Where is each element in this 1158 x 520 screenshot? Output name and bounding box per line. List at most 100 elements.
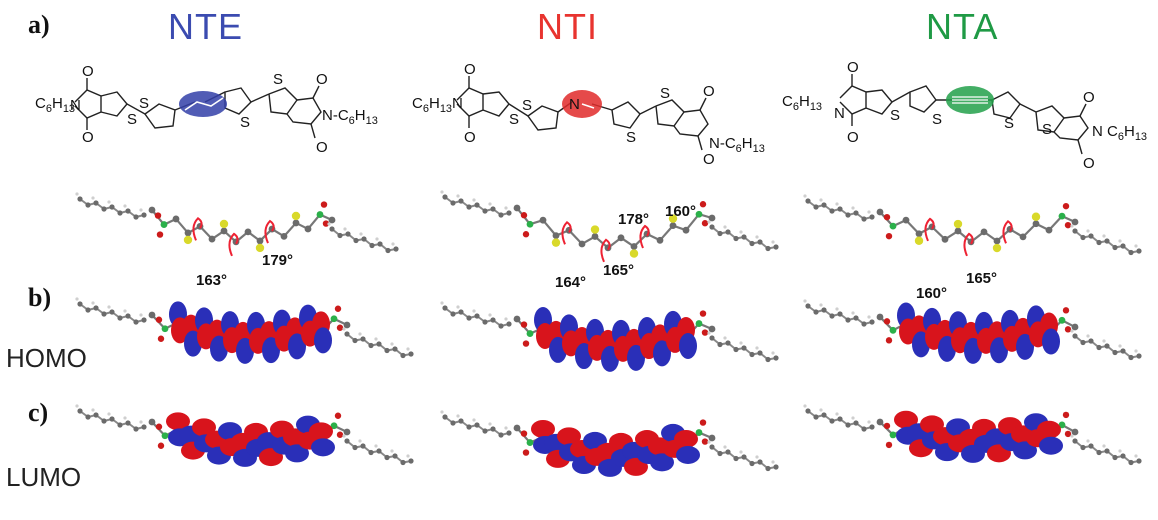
nti-lumo-right-chain-atom (757, 459, 763, 465)
panel-label-c: c) (28, 398, 49, 427)
nta-geometry-core-atom (1045, 226, 1053, 234)
nta-homo-core-atom (1058, 316, 1066, 324)
nti-lumo-right-chain-atom (749, 460, 755, 467)
nti-homo-right-chain-atom (725, 340, 731, 346)
nte-lumo-left-chain-atom (141, 424, 147, 430)
nti-geometry-right-chain-hydrogen (723, 225, 727, 229)
nti-geometry-angle-arc (639, 224, 650, 249)
nte-lumo-right-chain-atom (344, 438, 350, 444)
nte-homo-oxygen (155, 316, 163, 323)
nta-homo-left-chain-atom (853, 315, 859, 321)
nti-lumo-left-chain-hydrogen (488, 422, 492, 426)
nti-geometry-core-atom (708, 214, 716, 222)
nti-lumo-oxygen (522, 449, 530, 456)
nta-geometry-oxygen (883, 213, 891, 221)
nti-homo-right-chain-hydrogen (771, 351, 775, 355)
nti-geometry-sulfur (551, 238, 561, 247)
nte-geometry-right-chain-atom (385, 247, 391, 254)
nte-geometry-core-atom (160, 221, 168, 228)
nti-homo-left-chain-atom (490, 317, 496, 323)
nti-lumo-orbital-lobe (674, 429, 698, 448)
nta-lumo-core-atom (876, 418, 884, 426)
nte-homo-right-chain-atom (408, 351, 414, 357)
nta-lumo-orbital-lobe (1039, 436, 1063, 455)
nti-homo-left-chain-atom (474, 313, 480, 319)
nte-homo-right-chain-hydrogen (374, 337, 378, 341)
nta-homo-right-chain-atom (1096, 344, 1102, 351)
nte-homo-left-chain-atom (101, 311, 107, 317)
molecule-title-nte: NTE (168, 6, 243, 47)
nte-homo-left-chain-atom (133, 319, 139, 325)
nte-geometry-right-chain-atom (369, 242, 375, 249)
homo-orbital-models (75, 297, 1142, 372)
nti-lumo-left-chain-atom (474, 422, 480, 428)
nti-homo-orbital-lobe (679, 332, 697, 359)
nte-lumo-right-chain-atom (368, 449, 374, 456)
nta-lumo-right-chain-hydrogen (1102, 444, 1106, 448)
nte-geometry-sulfur (219, 219, 229, 229)
nte-homo-right-chain-atom (376, 341, 382, 347)
nta-homo-right-chain-hydrogen (1070, 329, 1074, 333)
nta-geometry-core-atom (889, 222, 897, 230)
nta-geometry-right-chain-atom (1080, 234, 1086, 241)
nta-geometry-angle-arc (1002, 220, 1013, 244)
nta-geometry-right-chain-hydrogen (1086, 229, 1090, 233)
nte-geometry-right-chain-hydrogen (359, 232, 363, 236)
nte-geometry-angle-arc (228, 232, 239, 257)
nti-homo-right-chain-atom (733, 346, 739, 353)
nta-geometry-right-chain-hydrogen (1134, 244, 1138, 248)
nta-lumo-right-chain-atom (1120, 453, 1126, 459)
nta-geometry-left-chain-atom (853, 210, 859, 216)
nte-homo-left-chain-hydrogen (107, 305, 111, 309)
nti-lumo-left-chain-atom (442, 414, 448, 420)
nta-lumo-right-chain-atom (1088, 443, 1094, 449)
nte-geometry-core-atom (316, 211, 324, 218)
nte-geometry-oxygen (322, 220, 330, 227)
nte-homo-right-chain-hydrogen (342, 327, 346, 331)
nta-geometry-core-atom (980, 228, 988, 236)
nti-geometry-right-chain-atom (741, 234, 747, 240)
nti-lumo-core-atom (695, 429, 703, 436)
nte-homo-right-chain-atom (384, 347, 390, 354)
nte-geometry-right-chain-hydrogen (343, 227, 347, 231)
nte-lumo-core-atom (161, 432, 169, 440)
nte-geometry-right-chain-atom (361, 236, 367, 242)
nti-geometry-right-chain-atom (765, 245, 771, 252)
nti-geometry-left-chain-atom (442, 194, 448, 200)
nta-geometry-right-chain-atom (1120, 243, 1126, 249)
nta-geometry-right-chain-atom (1088, 233, 1094, 239)
nti-lumo-right-chain-hydrogen (723, 445, 727, 449)
nte-homo-left-chain-atom (141, 317, 147, 323)
nta-geometry-left-chain-hydrogen (803, 194, 807, 198)
nta-lumo-left-chain-hydrogen (867, 420, 871, 424)
nti-geometry-core-atom (617, 234, 625, 242)
nti-lumo-right-chain-atom (765, 465, 771, 472)
nte-geometry-left-chain-atom (109, 204, 115, 210)
nti-homo-right-chain-atom (741, 345, 747, 351)
angle-label-nti-4: 160° (665, 203, 697, 220)
nti-geometry-right-chain-hydrogen (755, 235, 759, 239)
nti-homo-right-chain-atom (757, 350, 763, 356)
nte-lumo-oxygen (334, 412, 342, 419)
nta-geometry-right-chain-atom (1136, 248, 1142, 254)
nta-lumo-oxygen (883, 422, 891, 430)
nti-geometry-right-chain-atom (733, 235, 739, 242)
nte-geometry-oxygen (320, 201, 328, 208)
nti-homo-right-chain-atom (773, 355, 779, 361)
nta-homo-orbital-lobe (1016, 333, 1034, 360)
nte-lumo-right-chain-hydrogen (406, 454, 410, 458)
nti-homo-left-chain-hydrogen (488, 313, 492, 317)
nti-geometry-core-atom (526, 220, 534, 228)
nta-lumo-left-chain-atom (861, 426, 867, 432)
nte-geometry-left-chain-atom (133, 214, 139, 220)
nti-geometry-oxygen (522, 231, 530, 238)
lumo-orbital-models (75, 404, 1142, 477)
svg-text:O: O (1083, 155, 1095, 172)
svg-text:S: S (240, 114, 250, 131)
nte-lumo-left-chain-atom (133, 426, 139, 432)
nta-lumo-right-chain-hydrogen (1086, 439, 1090, 443)
nte-homo-orbital-lobe (262, 337, 280, 364)
nta-homo-core-atom (889, 326, 897, 334)
nte-geometry-left-chain-hydrogen (91, 196, 95, 200)
nte-homo-core-atom (161, 325, 169, 333)
